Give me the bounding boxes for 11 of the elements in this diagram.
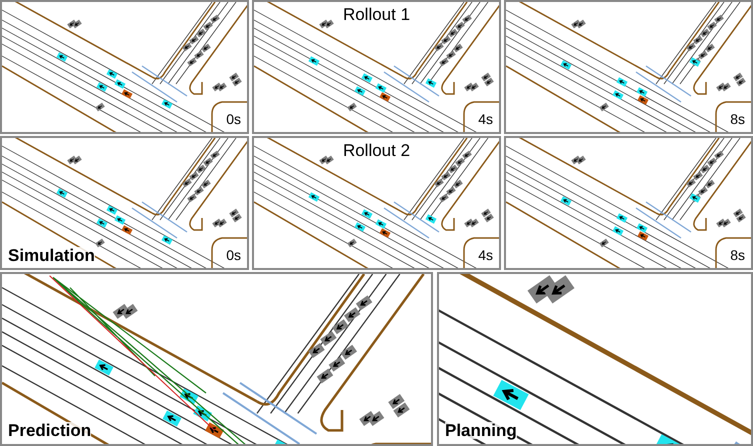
panel-title: Planning bbox=[445, 422, 517, 439]
time-label: 0s bbox=[226, 112, 241, 126]
panel-title: Simulation bbox=[8, 247, 95, 264]
time-label: 0s bbox=[226, 248, 241, 262]
time-label: 4s bbox=[478, 112, 493, 126]
time-label: 8s bbox=[730, 112, 745, 126]
panel-title: Prediction bbox=[8, 422, 92, 439]
rollout-heading: Rollout 2 bbox=[342, 142, 410, 159]
rollout-heading: Rollout 1 bbox=[342, 6, 410, 23]
time-label: 8s bbox=[730, 248, 745, 262]
time-label: 4s bbox=[478, 248, 493, 262]
